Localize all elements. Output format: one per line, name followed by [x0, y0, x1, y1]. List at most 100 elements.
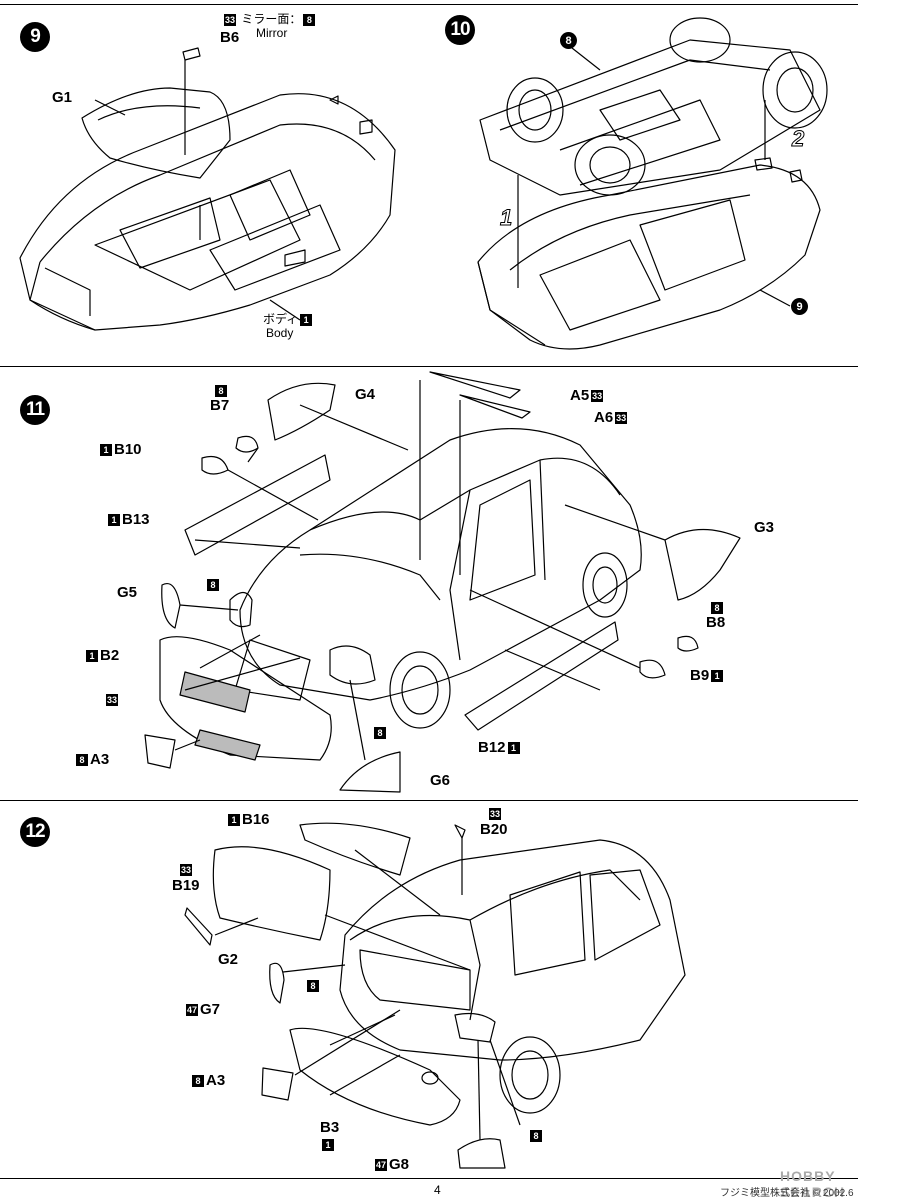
code-b8: 8: [709, 600, 725, 616]
divider-2: [0, 800, 858, 801]
ref-step-8: 8: [560, 32, 577, 49]
b7-color: 8: [215, 385, 227, 398]
b13-text: B13: [122, 511, 150, 528]
b10-color: 1: [100, 444, 112, 457]
step10-chassis: [479, 17, 828, 196]
g8-text: G8: [389, 1156, 410, 1173]
label-b6: B6: [220, 30, 239, 46]
step11-wiper-a6: [459, 394, 531, 419]
a5-text: A5: [570, 387, 590, 404]
label-b7: B7: [210, 397, 230, 414]
b6-text: B6: [220, 29, 240, 46]
label-g2: G2: [218, 951, 239, 968]
step-9-badge: 9: [20, 22, 50, 52]
step11-glass-g3: [664, 528, 741, 601]
label-g3: G3: [754, 519, 775, 536]
mirror-color-code: 8: [303, 13, 316, 26]
a3-front-color: 8: [76, 754, 88, 767]
step10-body: [477, 157, 821, 350]
b9-color: 1: [711, 670, 724, 683]
a3-rear-color: 8: [192, 1075, 204, 1088]
step12-plate-a3: [261, 1067, 294, 1101]
mirror-note: 33 ミラー面：8: [222, 13, 317, 26]
step-11-badge: 11: [20, 395, 50, 425]
copyright: フジミ模型株式会社 © 2002.6: [720, 1188, 854, 1199]
label-b8: B8: [706, 614, 726, 631]
step-10-badge: 10: [445, 15, 475, 45]
label-g6: G6: [430, 772, 451, 789]
a3-front-text: A3: [90, 751, 110, 768]
step11-glass-g5: [161, 583, 181, 629]
lamp-color: 8: [307, 980, 319, 993]
tail-color: 8: [530, 1130, 542, 1143]
step11-wiper-a5: [429, 371, 521, 399]
step11-part-b8: [677, 635, 699, 652]
watermark: HOBBY SEARCH: [780, 1168, 846, 1200]
step11-glass-g6: [339, 751, 401, 793]
b13-color: 1: [108, 514, 120, 527]
code-33: 33: [104, 692, 120, 708]
label-g5: G5: [117, 584, 138, 601]
step11-part-b7: [235, 435, 259, 453]
step9-body-shell: [19, 93, 396, 331]
b12-text: B12: [478, 739, 506, 756]
mirror-paint-code: 33: [224, 13, 236, 26]
b16-color: 1: [228, 814, 240, 827]
g7-text: G7: [200, 1001, 221, 1018]
label-g1: G1: [52, 89, 73, 106]
step9-part-b6: [182, 47, 201, 61]
step12-spoiler-b16: [299, 822, 411, 876]
body-jp-text: ボディ: [263, 312, 299, 326]
step11-part-b9: [639, 659, 666, 679]
b8-color: 8: [711, 602, 723, 615]
step12-wiper-b19: [184, 907, 213, 946]
step11-bumper-b2: [159, 636, 332, 761]
step12-bumper-b3: [289, 1027, 461, 1126]
step9-mirror-g1: [81, 87, 231, 179]
step11-car-body: [229, 428, 642, 729]
top-border: [0, 4, 858, 5]
page-number: 4: [434, 1183, 441, 1197]
step12-glass-g2: [212, 846, 331, 941]
g7-color: 47: [186, 1004, 198, 1017]
a6-text: A6: [594, 409, 614, 426]
step11-part-b10: [201, 455, 229, 475]
code-b3: 1: [320, 1137, 336, 1153]
a3-rear-text: A3: [206, 1072, 226, 1089]
step11-plate-a3: [144, 734, 176, 769]
mirror-jp-text: ミラー面：: [241, 12, 302, 26]
step-12-badge: 12: [20, 817, 50, 847]
divider-1: [0, 366, 858, 367]
b2-text: B2: [100, 647, 120, 664]
code33-color: 33: [106, 694, 118, 707]
step11-skirt-b13: [184, 454, 331, 556]
step11-skirt-b12: [464, 621, 619, 731]
g8-color: 47: [375, 1159, 387, 1172]
step12-car-body: [339, 839, 686, 1114]
g5-color: 8: [207, 579, 219, 592]
label-b3: B3: [320, 1119, 340, 1136]
code-b19: 33: [178, 862, 194, 878]
mirror-en-text: Mirror: [256, 26, 288, 40]
body-en-text: Body: [266, 326, 294, 340]
step11-glass-g4: [267, 382, 336, 441]
order-2: 2: [791, 126, 805, 152]
a6-color: 33: [615, 412, 628, 425]
code-lamp: 8: [305, 978, 321, 994]
b2-color: 1: [86, 650, 98, 663]
b3-color: 1: [322, 1139, 334, 1152]
b19-color: 33: [180, 864, 192, 877]
code-g5: 8: [205, 577, 221, 593]
step12-antenna-b20: [454, 824, 466, 839]
